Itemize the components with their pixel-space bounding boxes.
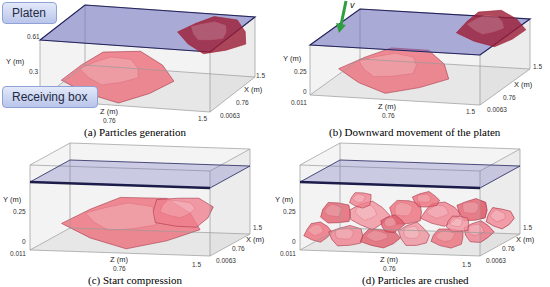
tick-label: 0.76 xyxy=(113,265,126,272)
box-edge xyxy=(530,19,531,69)
box-edge xyxy=(300,228,340,250)
axis-label: Y (m) xyxy=(275,196,293,204)
box-edge xyxy=(310,45,311,95)
axis-label: X (m) xyxy=(516,236,534,244)
box-edge xyxy=(480,234,520,256)
box-edge xyxy=(340,143,520,149)
box-edge xyxy=(300,143,340,165)
box-edge xyxy=(70,143,71,228)
axis-label: Y (m) xyxy=(3,196,21,204)
box-edge xyxy=(310,59,360,95)
panel-figure xyxy=(30,143,250,256)
box-edge xyxy=(70,143,250,149)
tick-label: 0 xyxy=(303,88,307,95)
tick-label: 1.5 xyxy=(523,224,532,231)
box-edge xyxy=(30,143,70,165)
axis-label: Y (m) xyxy=(6,58,24,66)
platen-edge xyxy=(300,182,480,188)
panel-figure xyxy=(300,143,520,256)
platen xyxy=(30,160,250,188)
tick-label: 0.61 xyxy=(27,33,40,40)
axis-label: X (m) xyxy=(514,81,532,89)
velocity-label: v xyxy=(350,1,355,11)
panel-caption: (d) Particles are crushed xyxy=(362,274,469,286)
axis-label: X (m) xyxy=(246,236,264,244)
particle xyxy=(456,10,525,46)
box-edge xyxy=(520,149,521,234)
tick-label: 1.5 xyxy=(253,224,262,231)
callout-box: Platen xyxy=(2,2,57,24)
tick-label: 0.011 xyxy=(280,250,296,257)
tick-label: 0.76 xyxy=(103,117,116,124)
tick-label: 0.76 xyxy=(502,245,515,252)
tick-label: 1.5 xyxy=(533,63,542,70)
box-edge xyxy=(210,234,250,256)
tick-label: 0.3 xyxy=(29,68,38,75)
panel-caption: (a) Particles generation xyxy=(84,126,186,138)
tick-label: 0.0063 xyxy=(220,112,240,119)
box-edge xyxy=(360,59,530,69)
box-edge xyxy=(30,165,31,250)
tick-label: 0 xyxy=(22,238,26,245)
axis-label: Z (m) xyxy=(100,108,118,116)
particle-facet xyxy=(191,21,227,40)
box-edge xyxy=(250,149,251,234)
tick-label: 0.76 xyxy=(232,245,245,252)
tick-label: 1.5 xyxy=(198,115,207,122)
axis-label: Z (m) xyxy=(110,256,128,264)
motion-arrow xyxy=(341,1,346,25)
particle xyxy=(486,208,514,229)
tick-label: 1.5 xyxy=(256,72,265,79)
panel-figure xyxy=(310,9,530,105)
box-edge xyxy=(300,165,301,250)
tick-label: 0.25 xyxy=(294,68,307,75)
tick-label: 0.76 xyxy=(383,265,396,272)
particle-facet xyxy=(490,209,506,221)
box-edge xyxy=(210,77,255,112)
tick-label: 0.011 xyxy=(10,250,26,257)
box-edge xyxy=(85,65,255,77)
callout-text: Receiving box xyxy=(12,90,87,104)
callout-box: Receiving box xyxy=(2,86,98,108)
panel-caption: (c) Start compression xyxy=(88,274,182,286)
tick-label: 0.25 xyxy=(283,208,296,215)
platen xyxy=(300,160,520,188)
tick-label: 0.011 xyxy=(291,99,307,106)
tick-label: 0.0063 xyxy=(216,257,236,264)
tick-label: 0.76 xyxy=(382,112,395,119)
tick-label: 1.5 xyxy=(462,261,471,268)
tick-label: 1.5 xyxy=(192,261,201,268)
motion-arrow-head xyxy=(336,23,346,33)
callout-text: Platen xyxy=(12,6,46,20)
particle-facet xyxy=(467,15,504,35)
box-edge xyxy=(340,228,520,234)
particle xyxy=(178,17,246,54)
tick-label: 0.0063 xyxy=(487,106,507,113)
axis-label: X (m) xyxy=(244,86,262,94)
box-edge xyxy=(210,52,211,112)
box-edge xyxy=(340,143,341,228)
tick-label: 0.0063 xyxy=(486,257,506,264)
box-edge xyxy=(255,17,256,77)
axis-label: Z (m) xyxy=(380,256,398,264)
tick-label: 1.5 xyxy=(466,108,475,115)
panel-caption: (b) Downward movement of the platen xyxy=(329,126,500,138)
tick-label: 0.76 xyxy=(503,94,516,101)
box-edge xyxy=(30,228,70,250)
platen-edge xyxy=(30,182,210,188)
axis-label: Z (m) xyxy=(378,103,396,111)
axis-label: Y (m) xyxy=(283,55,301,63)
tick-label: 0 xyxy=(292,238,296,245)
tick-label: 0.25 xyxy=(13,208,26,215)
box-edge xyxy=(480,55,481,105)
tick-label: 0.76 xyxy=(236,99,249,106)
box-edge xyxy=(70,228,250,234)
